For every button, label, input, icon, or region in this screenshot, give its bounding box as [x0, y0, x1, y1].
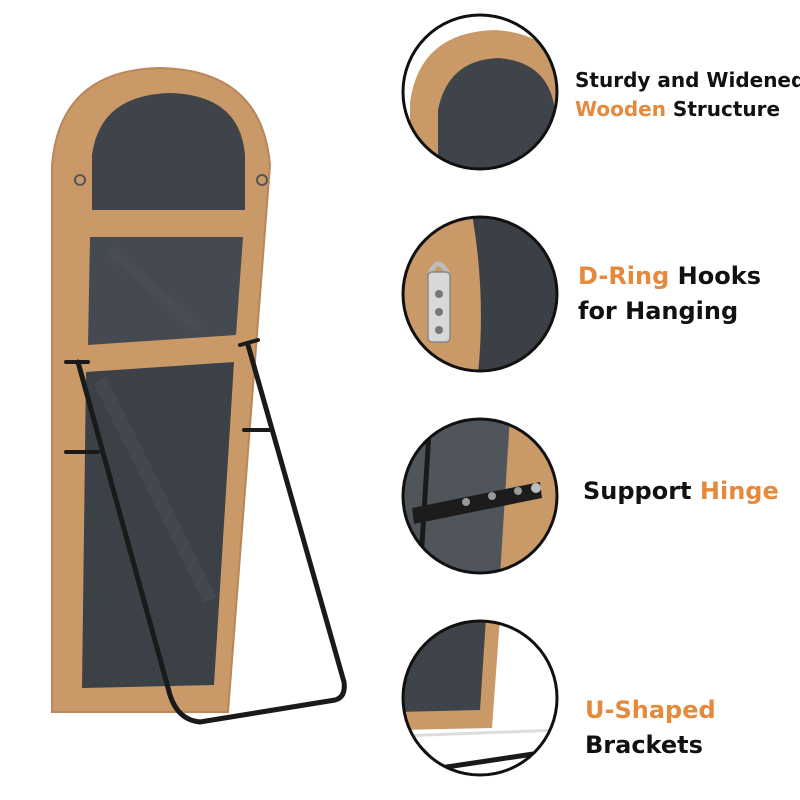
feature-4-accent: U-Shaped	[585, 696, 716, 724]
feature-1-accent: Wooden	[575, 97, 666, 121]
feature-1-line1: Sturdy and Widened	[575, 68, 800, 92]
feature-1-line2: Structure	[665, 97, 781, 121]
u-bracket-closeup	[401, 619, 559, 777]
arch-panel	[92, 93, 245, 210]
hinge-closeup	[401, 417, 559, 575]
feature-2-line1: Hooks	[669, 262, 761, 290]
feature-4-line2: Brackets	[585, 730, 703, 759]
feature-2-accent: D-Ring	[578, 262, 670, 290]
hinge-bracket-icon	[412, 482, 542, 524]
feature-3-accent: Hinge	[699, 477, 779, 505]
u-shaped-stand	[64, 338, 347, 725]
d-ring-closeup	[401, 215, 559, 373]
feature-3-line1: Support	[583, 477, 700, 505]
middle-panel	[88, 237, 243, 345]
lower-panel	[82, 362, 234, 688]
d-ring-hook-icon	[427, 261, 451, 343]
feature-2-line2: for Hanging	[578, 296, 739, 325]
d-ring-hook-icon	[74, 174, 268, 186]
wooden-structure-closeup	[401, 13, 559, 171]
mirror-back-illustration	[51, 66, 347, 725]
